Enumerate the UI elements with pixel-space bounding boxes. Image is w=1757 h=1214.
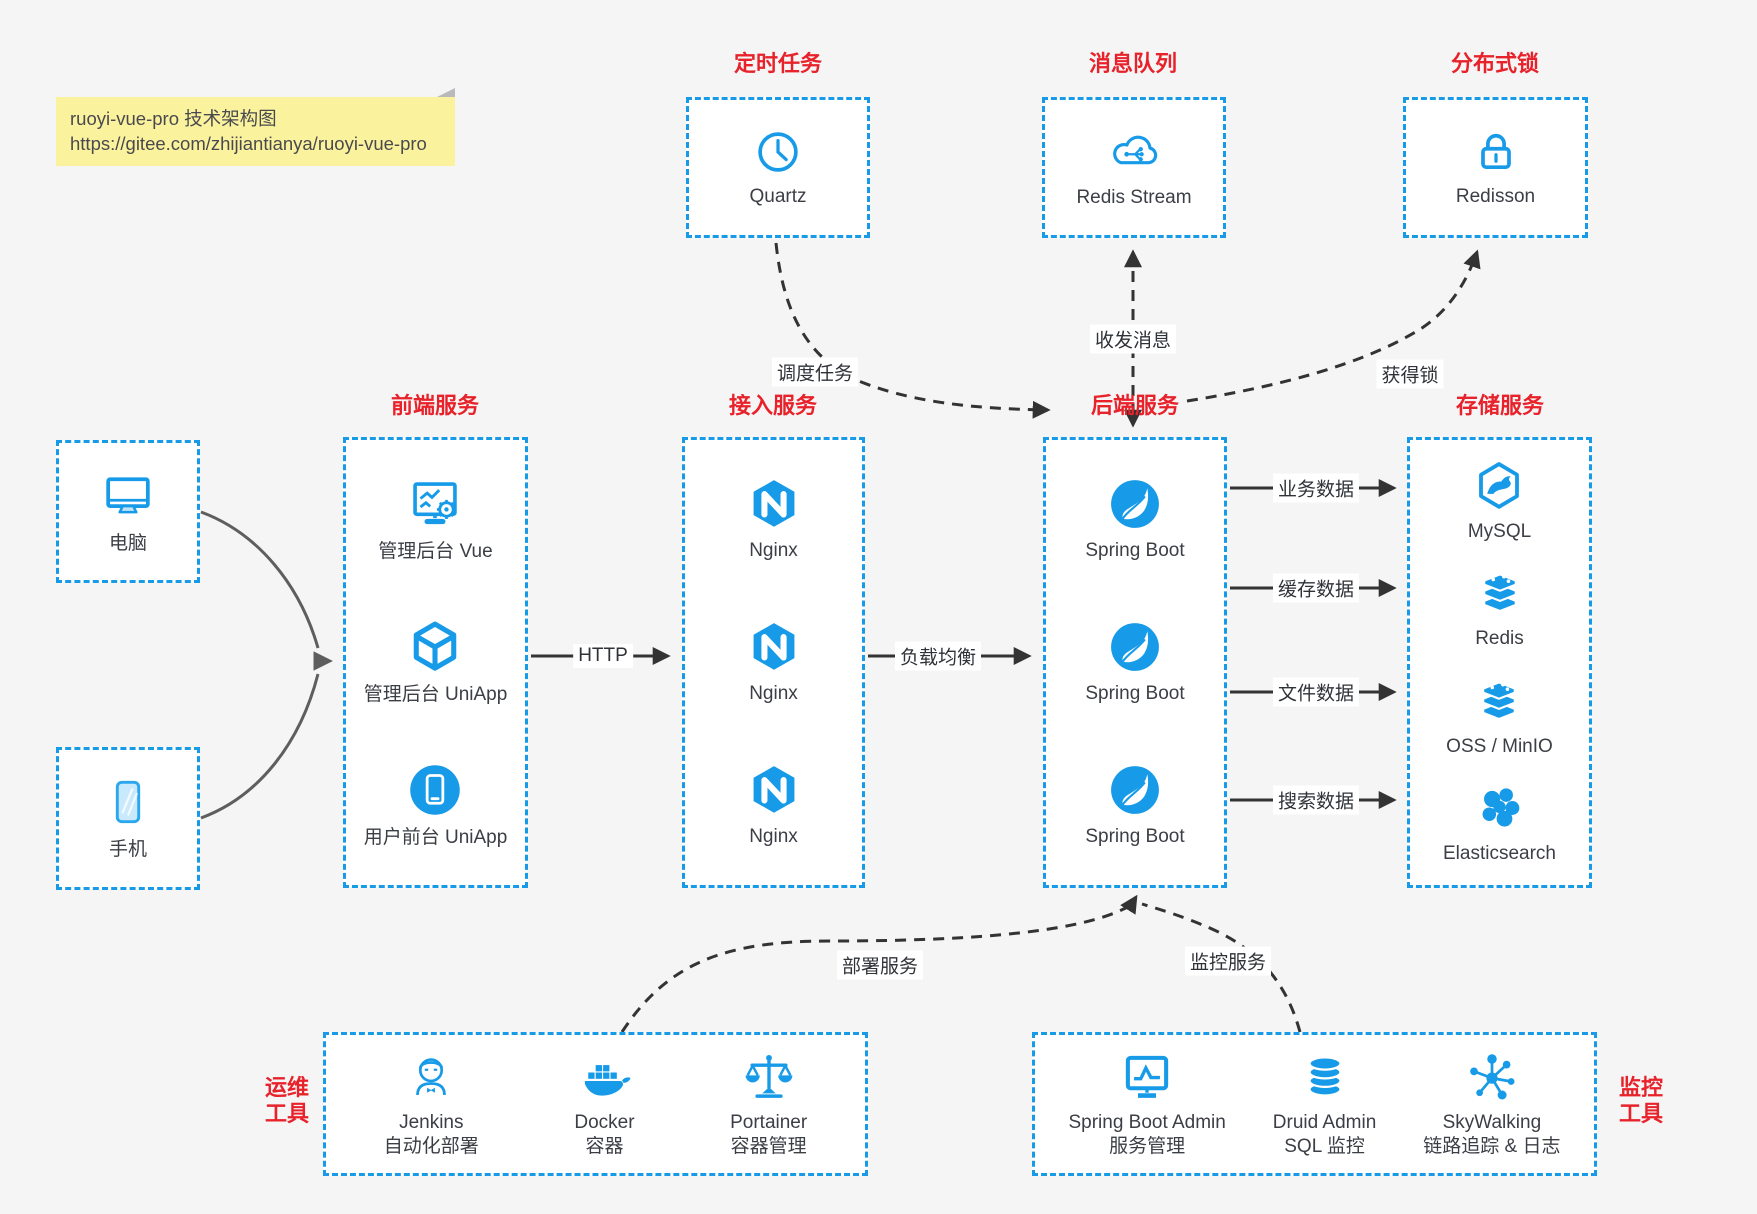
nginx-icon — [746, 762, 802, 818]
uniapp-cube-icon — [406, 618, 464, 676]
lock-icon — [1470, 126, 1522, 178]
edge-label-monitor: 监控服务 — [1184, 946, 1272, 976]
note-title: ruoyi-vue-pro 技术架构图 — [70, 108, 277, 129]
cloud-mq-icon — [1107, 125, 1161, 179]
nginx-item-3: Nginx — [746, 762, 802, 849]
ops-tools-box: Jenkins 自动化部署 Docker 容器 Portainer 容器管理 — [323, 1032, 868, 1176]
edge-label-messages: 收发消息 — [1089, 324, 1177, 354]
redis-stack-icon — [1472, 674, 1526, 728]
topology-icon — [1465, 1050, 1519, 1104]
redis-icon — [1473, 566, 1527, 620]
note-url: https://gitee.com/zhijiantianya/ruoyi-vu… — [70, 133, 427, 154]
redisson-item: Redisson — [1456, 126, 1535, 209]
title-storage-services: 存储服务 — [1455, 393, 1545, 418]
edge-pc-to-frontend — [200, 510, 320, 649]
elasticsearch-item: Elasticsearch — [1443, 781, 1556, 866]
spring-icon — [1107, 476, 1163, 532]
spring-boot-item-2: Spring Boot — [1085, 619, 1185, 706]
nginx-icon — [746, 476, 802, 532]
pc-label: 电脑 — [108, 533, 147, 554]
nginx-item-1: Nginx — [746, 476, 802, 563]
sticky-note: ruoyi-vue-pro 技术架构图 https://gitee.com/zh… — [56, 88, 455, 166]
frontend-services-box: 管理后台 Vue 管理后台 UniApp 用户前台 UniApp — [343, 437, 528, 888]
docker-whale-icon — [577, 1050, 631, 1104]
edge-label-deploy: 部署服务 — [836, 950, 924, 980]
edge-label-cache-data: 缓存数据 — [1272, 573, 1360, 603]
edge-phone-to-frontend — [200, 673, 320, 820]
spring-boot-item-1: Spring Boot — [1085, 476, 1185, 563]
distributed-lock-box: Redisson — [1403, 97, 1588, 238]
jenkins-item: Jenkins 自动化部署 — [384, 1050, 479, 1159]
title-gateway-services: 接入服务 — [728, 393, 818, 418]
skywalking-item: SkyWalking 链路追踪 & 日志 — [1423, 1050, 1560, 1159]
pc-box: 电脑 — [56, 440, 200, 583]
mobile-app-icon — [406, 761, 464, 819]
smartphone-icon — [101, 775, 155, 829]
message-queue-box: Redis Stream — [1042, 97, 1226, 238]
backend-services-box: Spring Boot Spring Boot Spring Boot — [1043, 437, 1227, 888]
redis-item: Redis — [1473, 566, 1527, 651]
title-backend-services: 后端服务 — [1090, 393, 1180, 418]
title-ops-tools: 运维 工具 — [264, 1075, 310, 1126]
note-fold-corner — [437, 88, 455, 97]
admin-uniapp-item: 管理后台 UniApp — [364, 618, 507, 707]
title-message-queue: 消息队列 — [1088, 51, 1178, 76]
title-frontend-services: 前端服务 — [390, 393, 480, 418]
gateway-services-box: Nginx Nginx Nginx — [682, 437, 865, 888]
edge-label-load-balance: 负载均衡 — [894, 641, 982, 671]
clock-icon — [752, 126, 804, 178]
redisson-label: Redisson — [1455, 186, 1536, 207]
quartz-label: Quartz — [749, 186, 807, 207]
nginx-item-2: Nginx — [746, 619, 802, 706]
scales-icon — [742, 1050, 796, 1104]
edge-label-file-data: 文件数据 — [1272, 677, 1360, 707]
nginx-icon — [746, 619, 802, 675]
portainer-item: Portainer 容器管理 — [730, 1050, 807, 1159]
mysql-icon — [1472, 459, 1526, 513]
elasticsearch-icon — [1473, 781, 1527, 835]
database-icon — [1298, 1050, 1352, 1104]
spring-boot-item-3: Spring Boot — [1085, 762, 1185, 849]
admin-vue-item: 管理后台 Vue — [378, 475, 493, 564]
spring-boot-admin-item: Spring Boot Admin 服务管理 — [1068, 1050, 1226, 1159]
redis-stream-item: Redis Stream — [1076, 125, 1192, 210]
title-scheduled-tasks: 定时任务 — [733, 51, 823, 76]
jenkins-icon — [404, 1050, 458, 1104]
edge-label-business-data: 业务数据 — [1272, 473, 1360, 503]
user-uniapp-item: 用户前台 UniApp — [364, 761, 507, 850]
monitoring-tools-box: Spring Boot Admin 服务管理 Druid Admin SQL 监… — [1032, 1032, 1597, 1176]
title-monitoring-tools: 监控 工具 — [1618, 1075, 1664, 1126]
quartz-item: Quartz — [749, 126, 807, 209]
chart-monitor-icon — [1120, 1050, 1174, 1104]
oss-minio-item: OSS / MinIO — [1446, 674, 1553, 759]
scheduler-box: Quartz — [686, 97, 870, 238]
admin-monitor-gear-icon — [406, 475, 464, 533]
edge-label-search-data: 搜索数据 — [1272, 785, 1360, 815]
redis-stream-label: Redis Stream — [1076, 187, 1192, 208]
spring-icon — [1107, 762, 1163, 818]
druid-admin-item: Druid Admin SQL 监控 — [1273, 1050, 1376, 1159]
edge-label-http: HTTP — [573, 644, 633, 668]
desktop-icon — [100, 467, 156, 523]
spring-icon — [1107, 619, 1163, 675]
title-distributed-lock: 分布式锁 — [1450, 51, 1540, 76]
mysql-item: MySQL — [1468, 459, 1531, 544]
docker-item: Docker 容器 — [574, 1050, 635, 1159]
storage-services-box: MySQL Redis OSS / MinIO Elasticsearch — [1407, 437, 1592, 888]
edge-label-acquire-lock: 获得锁 — [1376, 359, 1444, 389]
phone-box: 手机 — [56, 747, 200, 890]
phone-label: 手机 — [108, 839, 147, 860]
edge-label-schedule: 调度任务 — [771, 357, 859, 387]
